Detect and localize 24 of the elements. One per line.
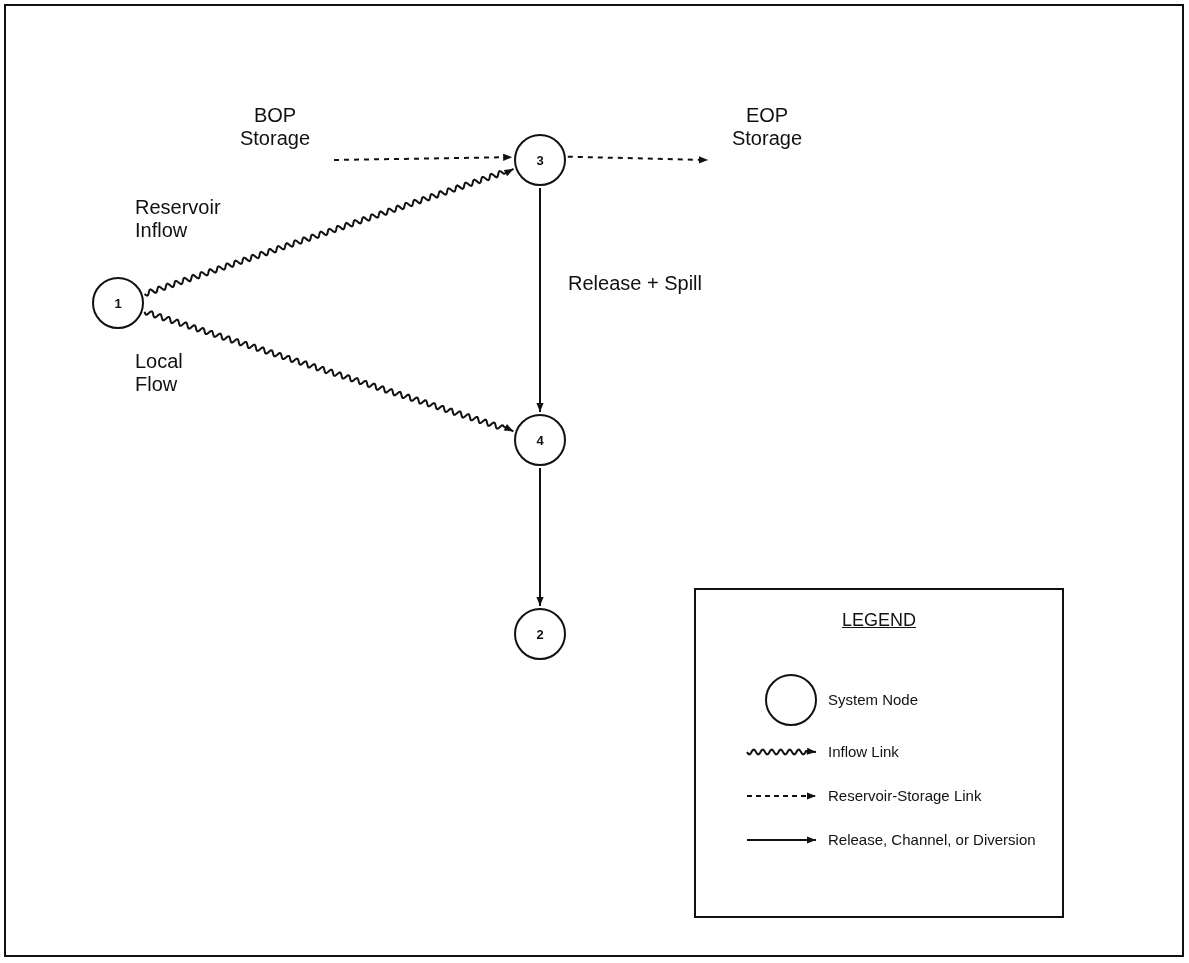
- node-number: 1: [114, 295, 122, 311]
- arrow: [536, 467, 544, 607]
- edge-label: Reservoir Inflow: [135, 196, 222, 242]
- arrow: [536, 187, 544, 413]
- system-node-circle: [92, 277, 144, 329]
- legend-text: Reservoir-Storage Link: [828, 787, 982, 804]
- edge-label: Release + Spill: [568, 272, 703, 295]
- dashed-arrow: [333, 153, 514, 161]
- system-node-circle: [514, 414, 566, 466]
- dashed-arrow: [566, 155, 709, 164]
- node-number: 2: [536, 626, 544, 642]
- system-node-circle: [514, 608, 566, 660]
- edge-label: Local Flow: [135, 350, 184, 396]
- node-number: 3: [536, 152, 544, 168]
- node-number: 4: [536, 432, 544, 448]
- storage-label: BOP Storage: [238, 104, 312, 150]
- legend-title: LEGEND: [841, 610, 917, 631]
- wavy-arrow: [143, 168, 515, 297]
- storage-label: EOP Storage: [730, 104, 804, 150]
- system-node-circle: [514, 134, 566, 186]
- legend-text: Inflow Link: [828, 743, 899, 760]
- wavy-arrow: [143, 310, 515, 433]
- legend-text: Release, Channel, or Diversion: [828, 831, 1036, 848]
- legend-text: System Node: [828, 691, 919, 708]
